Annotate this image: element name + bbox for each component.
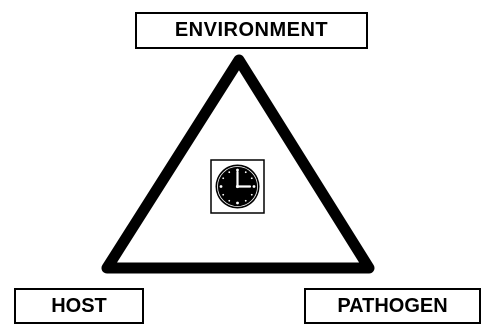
clock-tick: [244, 199, 247, 202]
clock-tick: [222, 177, 225, 180]
clock-tick: [236, 201, 239, 205]
clock-tick: [250, 177, 253, 180]
clock-tick: [228, 171, 231, 174]
clock-icon: [210, 159, 265, 214]
disease-triangle: [101, 54, 375, 274]
clock-tick: [250, 193, 253, 196]
clock-tick: [219, 185, 223, 188]
clock-tick: [244, 171, 247, 174]
environment-label: ENVIRONMENT: [135, 12, 368, 49]
pathogen-label: PATHOGEN: [304, 288, 481, 324]
clock-tick: [252, 185, 256, 188]
clock-tick: [228, 199, 231, 202]
clock-tick: [222, 193, 225, 196]
clock-tick: [236, 168, 239, 172]
host-label: HOST: [14, 288, 144, 324]
